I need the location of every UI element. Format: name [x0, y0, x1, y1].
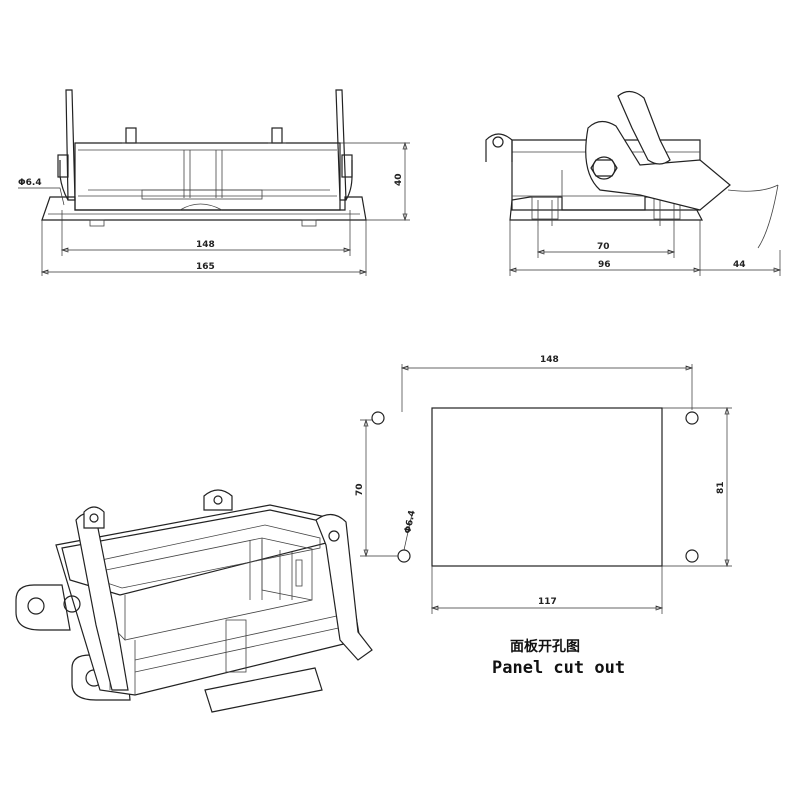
- dim-depth: 96: [598, 260, 611, 270]
- dim-hole-front: Φ6.4: [18, 178, 42, 188]
- panel-cutout-view: 148 70 Φ6.4 81 117: [355, 355, 732, 614]
- dim-height: 40: [394, 173, 404, 186]
- caption-english: Panel cut out: [492, 658, 626, 678]
- caption-chinese: 面板开孔图: [510, 639, 580, 655]
- cutout-opening: [431, 407, 663, 567]
- mount-hole-top-right: [685, 411, 699, 425]
- dim-hole-spacing-x: 148: [540, 355, 559, 365]
- dim-opening-height: 81: [716, 481, 726, 494]
- isometric-view: [15, 489, 373, 713]
- front-view: 148 165 40 Φ6.4: [18, 89, 410, 276]
- dim-lever: 44: [733, 260, 746, 270]
- mount-hole-bottom-right: [685, 549, 699, 563]
- dim-holes-side: 70: [597, 242, 610, 252]
- dim-hole-cutout: Φ6.4: [403, 509, 418, 534]
- mount-hole-bottom-left: [397, 549, 411, 563]
- dim-width-inner: 148: [196, 240, 215, 250]
- dim-width-outer: 165: [196, 262, 215, 272]
- dim-opening-width: 117: [538, 597, 557, 607]
- mount-hole-top-left: [371, 411, 385, 425]
- dim-hole-spacing-y: 70: [355, 483, 365, 496]
- side-view: 70 96 44: [485, 90, 782, 276]
